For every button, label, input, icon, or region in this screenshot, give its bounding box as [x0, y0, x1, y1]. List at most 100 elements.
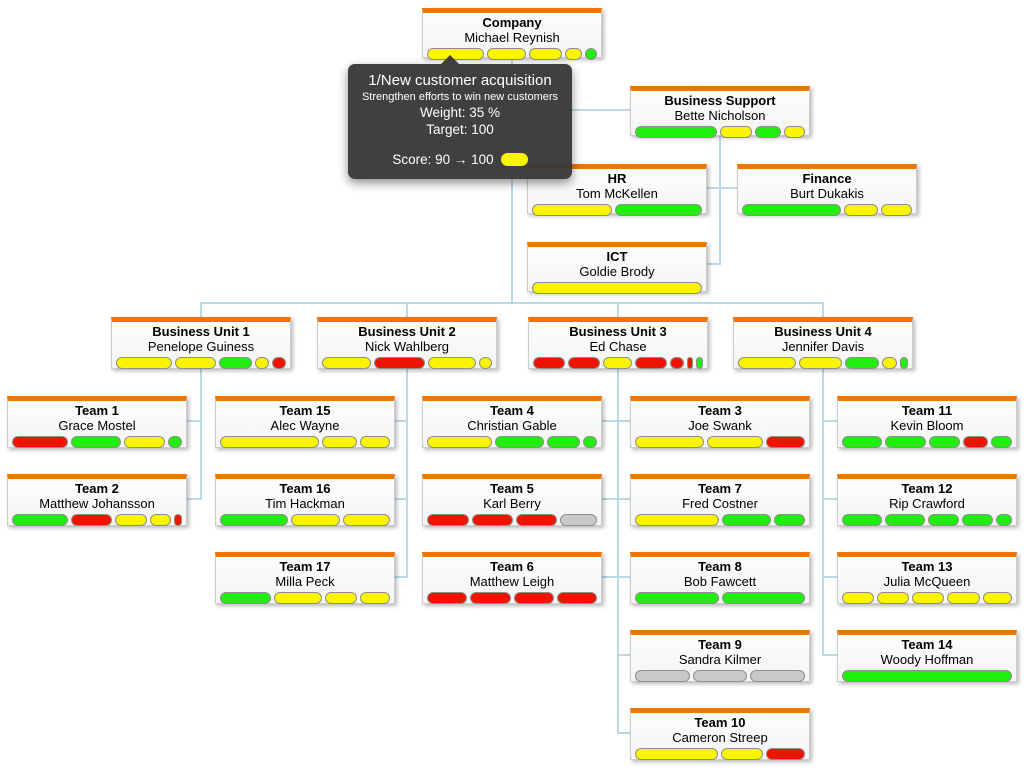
kpi-pill-y[interactable] [532, 282, 702, 294]
kpi-pill-g[interactable] [996, 514, 1013, 526]
kpi-pill-g[interactable] [635, 126, 717, 138]
kpi-pill-y[interactable] [603, 357, 633, 369]
kpi-pill-g[interactable] [721, 592, 805, 604]
kpi-pill-y[interactable] [982, 592, 1012, 604]
kpi-pill-g[interactable] [928, 514, 960, 526]
kpi-pill-g[interactable] [885, 514, 926, 526]
kpi-pill-y[interactable] [947, 592, 980, 604]
kpi-pill-r[interactable] [513, 592, 554, 604]
kpi-pill-y[interactable] [255, 357, 270, 369]
kpi-pill-r[interactable] [568, 357, 600, 369]
kpi-pill-r[interactable] [471, 514, 513, 526]
kpi-pill-r[interactable] [533, 357, 565, 369]
kpi-pill-g[interactable] [695, 357, 703, 369]
kpi-pill-r[interactable] [272, 357, 286, 369]
kpi-pill-r[interactable] [12, 436, 69, 448]
kpi-pill-y[interactable] [528, 48, 563, 60]
kpi-pill-g[interactable] [547, 436, 580, 448]
kpi-pill-g[interactable] [721, 514, 771, 526]
kpi-pill-g[interactable] [928, 436, 960, 448]
kpi-pill-y[interactable] [798, 357, 843, 369]
kpi-pill-y[interactable] [635, 514, 719, 526]
kpi-pill-g[interactable] [842, 670, 1012, 682]
kpi-pill-n[interactable] [635, 670, 690, 682]
kpi-pill-r[interactable] [515, 514, 557, 526]
kpi-pill-r[interactable] [174, 514, 182, 526]
kpi-pill-g[interactable] [220, 592, 272, 604]
kpi-pill-y[interactable] [274, 592, 322, 604]
kpi-pill-y[interactable] [842, 592, 875, 604]
kpi-pill-g[interactable] [773, 514, 806, 526]
kpi-pill-g[interactable] [220, 514, 289, 526]
kpi-pill-g[interactable] [962, 514, 994, 526]
kpi-pill-g[interactable] [845, 357, 879, 369]
kpi-pill-y[interactable] [321, 436, 357, 448]
kpi-pill-y[interactable] [116, 357, 172, 369]
kpi-pill-g[interactable] [584, 48, 597, 60]
kpi-pill-y[interactable] [738, 357, 796, 369]
kpi-pill-g[interactable] [12, 514, 68, 526]
kpi-pill-r[interactable] [373, 357, 425, 369]
kpi-pill-y[interactable] [912, 592, 945, 604]
kpi-pill-y[interactable] [342, 514, 390, 526]
kpi-pill-r[interactable] [70, 514, 112, 526]
kpi-pill-y[interactable] [565, 48, 582, 60]
kpi-pill-g[interactable] [842, 436, 883, 448]
kpi-pill-y[interactable] [635, 436, 705, 448]
kpi-pill-y[interactable] [360, 592, 390, 604]
kpi-pill-g[interactable] [635, 592, 719, 604]
kpi-pill-y[interactable] [478, 357, 493, 369]
kpi-pill-g[interactable] [842, 514, 883, 526]
kpi-pill-y[interactable] [427, 436, 493, 448]
kpi-pill-y[interactable] [487, 48, 526, 60]
kpi-pill-y[interactable] [174, 357, 216, 369]
kpi-pill-y[interactable] [150, 514, 172, 526]
kpi-pill-y[interactable] [427, 357, 476, 369]
kpi-pill-y[interactable] [719, 126, 753, 138]
kpi-pill-y[interactable] [783, 126, 805, 138]
kpi-pill-r[interactable] [427, 592, 468, 604]
kpi-pill-r[interactable] [556, 592, 597, 604]
kpi-pill-r[interactable] [669, 357, 684, 369]
kpi-pill-y[interactable] [881, 357, 898, 369]
kpi-pill-y[interactable] [291, 514, 340, 526]
kpi-pill-y[interactable] [881, 204, 912, 216]
kpi-pill-g[interactable] [990, 436, 1013, 448]
kpi-pill-g[interactable] [167, 436, 182, 448]
kpi-pill-n[interactable] [692, 670, 748, 682]
kpi-pill-r[interactable] [766, 436, 805, 448]
kpi-pill-r[interactable] [427, 514, 469, 526]
kpi-pill-g[interactable] [218, 357, 253, 369]
kpi-pill-y[interactable] [114, 514, 148, 526]
kpi-pill-y[interactable] [635, 748, 719, 760]
kpi-pill-g[interactable] [495, 436, 545, 448]
kpi-pill-r[interactable] [470, 592, 511, 604]
kpi-pill-n[interactable] [559, 514, 598, 526]
kpi-pill-y[interactable] [359, 436, 391, 448]
kpi-pill-y[interactable] [123, 436, 165, 448]
kpi-pill-r[interactable] [686, 357, 693, 369]
kpi-pill-g[interactable] [885, 436, 926, 448]
kpi-pill-y[interactable] [877, 592, 910, 604]
